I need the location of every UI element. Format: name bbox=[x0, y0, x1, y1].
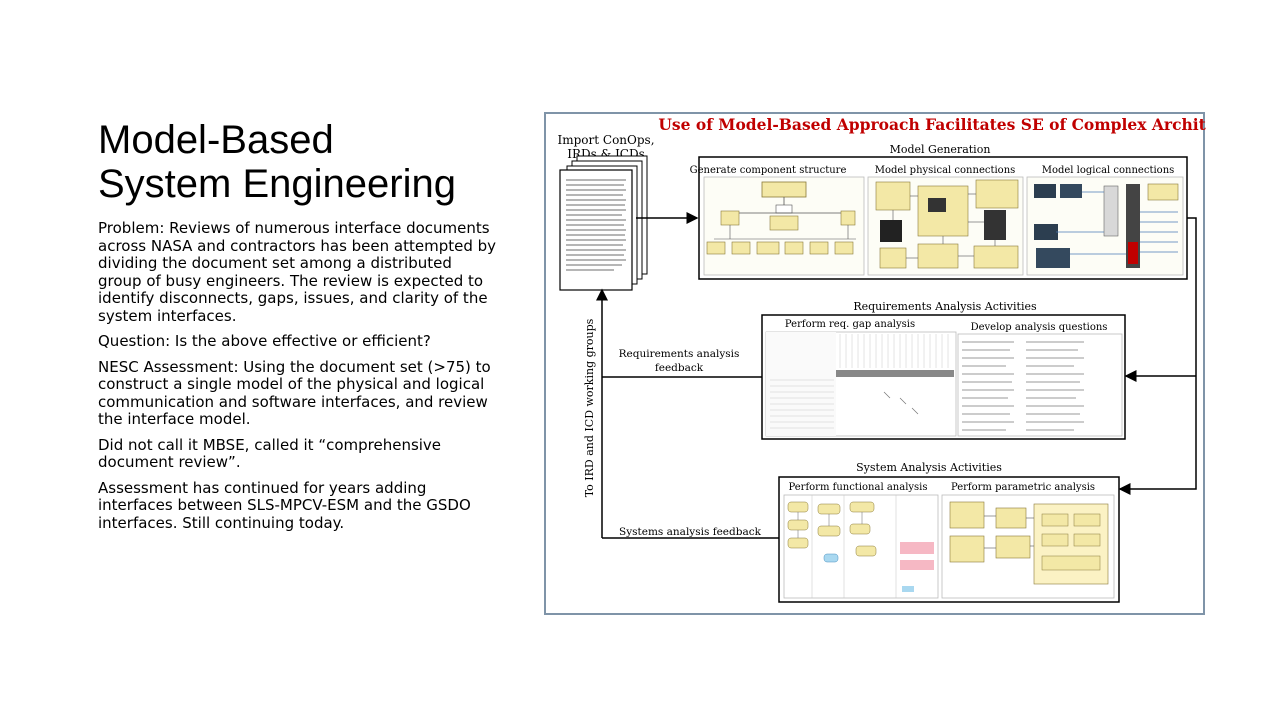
gap-analysis-label: Perform req. gap analysis bbox=[785, 319, 915, 330]
analysis-questions-label: Develop analysis questions bbox=[971, 322, 1108, 333]
slide-title-line1: Model-Based bbox=[98, 118, 334, 162]
analysis-questions-thumbnail bbox=[957, 333, 1123, 437]
slide-body: Problem: Reviews of numerous interface d… bbox=[98, 219, 498, 540]
physical-connections-thumbnail bbox=[867, 176, 1024, 276]
slide-title: Model-Based System Engineering bbox=[98, 118, 518, 206]
mbse-process-figure: Use of Model-Based Approach Facilitates … bbox=[544, 112, 1206, 616]
system-activities-label: System Analysis Activities bbox=[856, 461, 1002, 474]
requirements-feedback-line1: Requirements analysis bbox=[619, 348, 740, 360]
parametric-analysis-label: Perform parametric analysis bbox=[951, 482, 1095, 493]
working-groups-label: To IRD and ICD working groups bbox=[583, 318, 596, 497]
continuation-paragraph: Assessment has continued for years addin… bbox=[98, 478, 471, 532]
parametric-analysis-thumbnail bbox=[941, 494, 1115, 599]
requirements-feedback-line2: feedback bbox=[655, 362, 704, 374]
import-label-line1: Import ConOps, bbox=[557, 133, 654, 147]
question-paragraph: Question: Is the above effective or effi… bbox=[98, 332, 431, 350]
to-system-analysis-arrow bbox=[1118, 217, 1197, 495]
component-structure-label: Generate component structure bbox=[690, 165, 847, 176]
mbse-paragraph: Did not call it MBSE, called it “compreh… bbox=[98, 435, 442, 471]
figure-title: Use of Model-Based Approach Facilitates … bbox=[658, 115, 1206, 134]
problem-paragraph: Problem: Reviews of numerous interface d… bbox=[98, 219, 497, 325]
logical-connections-label: Model logical connections bbox=[1042, 165, 1175, 176]
functional-analysis-label: Perform functional analysis bbox=[788, 482, 927, 493]
document-stack-icon bbox=[559, 155, 648, 291]
physical-connections-label: Model physical connections bbox=[875, 165, 1016, 176]
systems-feedback-label: Systems analysis feedback bbox=[619, 526, 762, 538]
functional-analysis-thumbnail bbox=[783, 494, 939, 599]
logical-connections-thumbnail bbox=[1026, 176, 1184, 276]
process-diagram: Use of Model-Based Approach Facilitates … bbox=[544, 112, 1206, 615]
slide-title-line2: System Engineering bbox=[98, 162, 456, 206]
assessment-paragraph: NESC Assessment: Using the document set … bbox=[98, 357, 491, 428]
component-structure-thumbnail bbox=[703, 176, 865, 276]
gap-analysis-thumbnail bbox=[765, 331, 957, 437]
requirements-activities-label: Requirements Analysis Activities bbox=[853, 300, 1037, 313]
model-generation-label: Model Generation bbox=[890, 143, 991, 156]
